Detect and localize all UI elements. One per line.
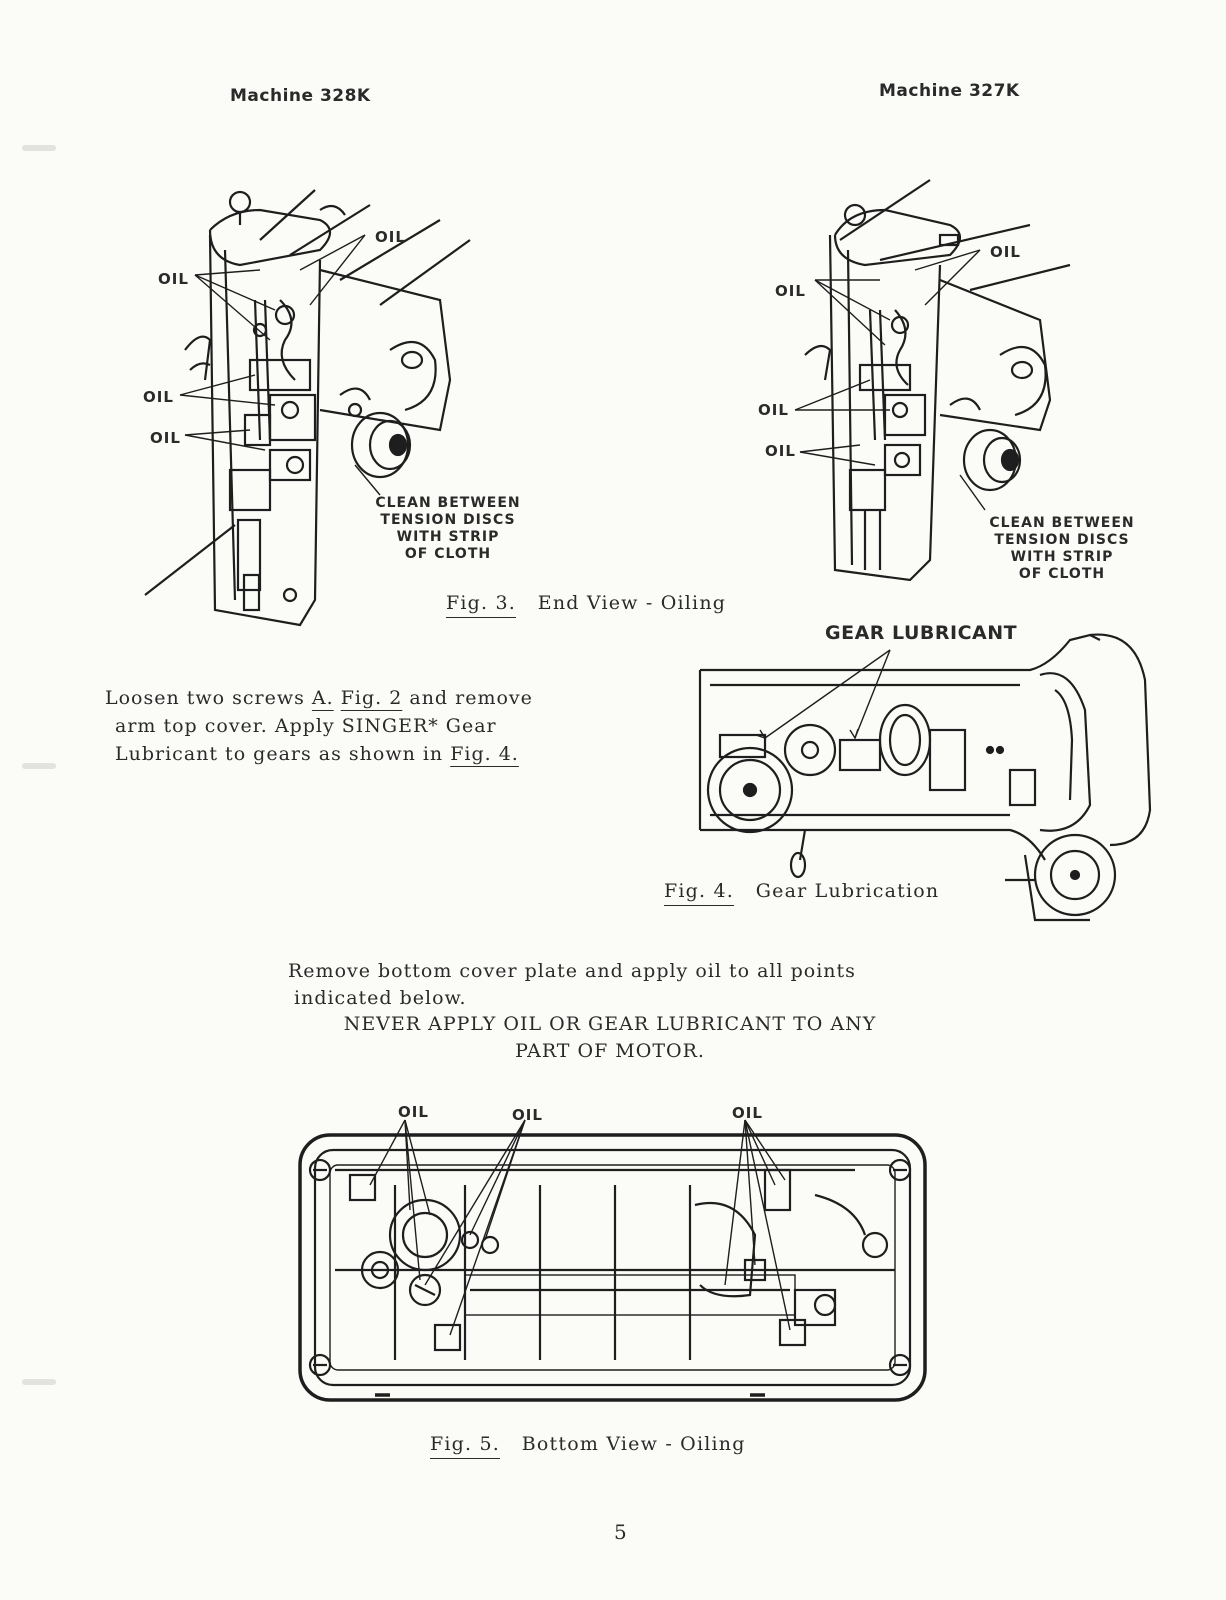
fig3-left-oil-label-2: OIL	[375, 228, 406, 246]
fig3-caption-number: Fig. 3.	[446, 592, 517, 614]
fig3-left-clean-callout: CLEAN BETWEEN TENSION DISCS WITH STRIP O…	[375, 495, 521, 562]
fig5-oil-label-right: OIL	[732, 1104, 763, 1122]
fig4-caption-text: Gear Lubrication	[755, 880, 940, 902]
motor-warning: NEVER APPLY OIL OR GEAR LUBRICANT TO ANY…	[343, 1013, 877, 1062]
fig5-caption-text: Bottom View - Oiling	[521, 1433, 746, 1455]
arm-cover-instructions: Loosen two screws A. Fig. 2 and remove a…	[105, 687, 533, 765]
fig3-caption-text: End View - Oiling	[537, 592, 727, 614]
fig5-caption: Fig. 5. Bottom View - Oiling	[430, 1433, 746, 1455]
machine-328k-heading: Machine 328K	[230, 86, 371, 106]
fig3-left-end-view-drawing	[144, 189, 471, 627]
fig4-caption-number: Fig. 4.	[664, 880, 735, 902]
fig5-oil-label-center: OIL	[512, 1106, 543, 1124]
machine-327k-heading: Machine 327K	[879, 81, 1020, 101]
binder-hole	[22, 1379, 56, 1385]
fig3-caption: Fig. 3. End View - Oiling	[446, 592, 726, 614]
fig3-left-oil-label-3: OIL	[143, 388, 174, 406]
fig4-gear-lubrication-drawing	[698, 633, 1152, 922]
fig3-left-oil-label-1: OIL	[158, 270, 189, 288]
screw-a-reference: A.	[311, 687, 334, 709]
fig3-right-oil-label-1: OIL	[775, 282, 806, 300]
bottom-cover-instructions: Remove bottom cover plate and apply oil …	[288, 960, 856, 1009]
fig3-right-oil-label-3: OIL	[758, 401, 789, 419]
page-number: 5	[614, 1520, 627, 1544]
fig3-left-oil-label-4: OIL	[150, 429, 181, 447]
fig3-right-end-view-drawing	[794, 179, 1071, 582]
fig5-caption-number: Fig. 5.	[430, 1433, 501, 1455]
fig4-reference: Fig. 4.	[450, 743, 519, 765]
binder-hole	[22, 145, 56, 151]
fig3-right-oil-label-2: OIL	[990, 243, 1021, 261]
fig3-right-oil-label-4: OIL	[765, 442, 796, 460]
fig5-oil-label-left: OIL	[398, 1103, 429, 1121]
binder-hole	[22, 763, 56, 769]
fig2-reference: Fig. 2	[340, 687, 403, 709]
fig4-caption: Fig. 4. Gear Lubrication	[664, 880, 939, 902]
gear-lubricant-label: GEAR LUBRICANT	[825, 622, 1018, 644]
fig5-bottom-view-drawing	[298, 1119, 927, 1402]
fig3-right-clean-callout: CLEAN BETWEEN TENSION DISCS WITH STRIP O…	[989, 515, 1135, 582]
